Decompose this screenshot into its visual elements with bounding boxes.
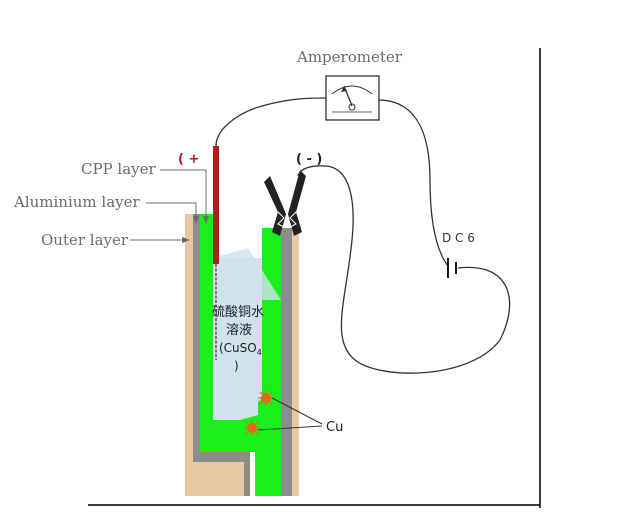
copper-sulfate-solution [213,258,262,420]
aluminium-arrowhead [193,216,199,224]
solution-surface [213,248,281,300]
battery-icon [447,258,457,278]
solution-label-line4: ) [234,359,239,373]
negative-terminal-label: ( - ) [296,152,322,167]
positive-electrode [213,146,219,264]
aluminium-layer-label: Aluminium layer [13,193,141,211]
copper-deposit-icon [244,390,274,436]
positive-terminal-label: ( + [178,152,199,167]
solution-label-line2: 溶液 [226,323,252,338]
cu-leader-lower [257,425,323,431]
outer-layer-label: Outer layer [41,231,129,249]
cu-leader-upper [271,397,323,425]
aluminium-layer-shape [193,214,250,496]
amperometer-icon [325,75,380,121]
cpp-arrowhead [203,216,209,224]
cpp-layer-label: CPP layer [81,160,157,178]
label-leaders [130,169,207,241]
wire-battery-to-clip [297,165,511,374]
solution-label-line1: 硫酸铜水 [212,305,264,320]
pouch-cross-section [185,214,299,496]
outer-layer-right [292,228,299,496]
wire-meter-to-battery [377,99,449,267]
amperometer-label: Amperometer [296,48,403,66]
dc-label: D C 6 [442,231,475,245]
alligator-clip-icon [264,170,306,236]
solution-label-line3: (CuSO4 [219,341,262,357]
aluminium-layer-right [281,228,292,496]
wire-positive-to-meter [215,97,329,147]
cu-label: Cu [326,420,343,435]
outer-arrowhead [182,237,190,243]
